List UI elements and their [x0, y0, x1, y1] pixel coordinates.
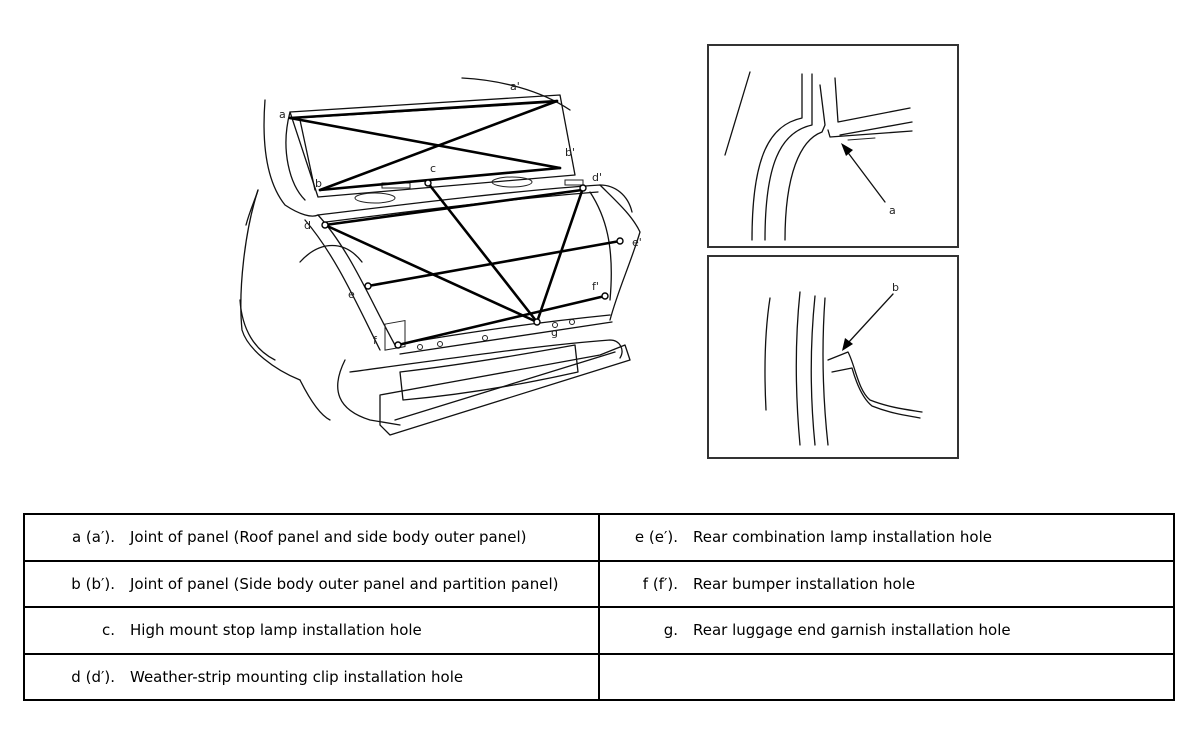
label-c: c: [430, 162, 436, 175]
legend-row: b (b′). Joint of panel (Side body outer …: [23, 559, 1175, 608]
legend-key: c.: [101, 621, 115, 640]
legend-desc: Joint of panel (Side body outer panel an…: [130, 574, 559, 593]
label-b: b: [315, 177, 322, 190]
legend-row: d (d′). Weather-strip mounting clip inst…: [23, 652, 1175, 701]
legend-desc: Rear luggage end garnish installation ho…: [693, 621, 1011, 640]
measurement-lines: [288, 99, 622, 347]
legend-row: a (a′). Joint of panel (Roof panel and s…: [23, 513, 1175, 562]
point-g: [533, 318, 541, 326]
point-f: [394, 341, 402, 349]
inset-detail-b: b: [707, 255, 959, 459]
label-b-prime: b': [565, 146, 575, 159]
legend-key: d (d′).: [71, 667, 115, 686]
legend-desc: Rear bumper installation hole: [693, 574, 916, 593]
legend-cell-left: a (a′). Joint of panel (Roof panel and s…: [23, 513, 600, 562]
label-a-prime: a': [510, 80, 520, 93]
label-a: a: [279, 108, 286, 121]
legend-cell-right: e (e′). Rear combination lamp installati…: [598, 513, 1175, 562]
label-f-prime: f': [592, 280, 599, 293]
legend-cell-left: b (b′). Joint of panel (Side body outer …: [23, 559, 600, 608]
point-c: [424, 179, 432, 187]
legend-cell-right: [598, 652, 1175, 701]
point-e-prime: [616, 237, 624, 245]
legend-cell-left: c. High mount stop lamp installation hol…: [23, 606, 600, 655]
legend-cell-left: d (d′). Weather-strip mounting clip inst…: [23, 652, 600, 701]
legend-table: a (a′). Joint of panel (Roof panel and s…: [23, 513, 1175, 701]
point-labels: a a' b b' c d d' e e' f f' g: [279, 80, 642, 347]
point-f-prime: [601, 292, 609, 300]
car-rear-diagram: a a' b b' c d d' e e' f f' g a: [239, 44, 959, 459]
legend-key: e (e′).: [634, 528, 678, 547]
car-body-outline: [239, 77, 641, 436]
label-d-prime: d': [592, 171, 602, 184]
label-e: e: [348, 288, 355, 301]
legend-key: b (b′).: [71, 574, 115, 593]
label-f: f: [373, 334, 378, 347]
label-e-prime: e': [632, 236, 642, 249]
inset-a-label: a: [889, 204, 896, 217]
legend-cell-right: g. Rear luggage end garnish installation…: [598, 606, 1175, 655]
label-g: g: [551, 326, 558, 339]
legend-key: a (a′).: [71, 528, 115, 547]
legend-cell-right: f (f′). Rear bumper installation hole: [598, 559, 1175, 608]
measurement-points: [321, 179, 624, 349]
legend-key: f (f′).: [642, 574, 678, 593]
legend-desc: High mount stop lamp installation hole: [130, 621, 422, 640]
inset-b-label: b: [892, 281, 899, 294]
legend-key: g.: [663, 621, 678, 640]
point-d: [321, 221, 329, 229]
legend-desc: Weather-strip mounting clip installation…: [130, 667, 464, 686]
body-measurement-figure: a a' b b' c d d' e e' f f' g a: [239, 44, 959, 459]
label-d: d: [304, 219, 311, 232]
point-d-prime: [579, 184, 587, 192]
inset-detail-a: a: [707, 44, 959, 248]
legend-desc: Rear combination lamp installation hole: [693, 528, 992, 547]
point-e: [364, 282, 372, 290]
legend-desc: Joint of panel (Roof panel and side body…: [130, 528, 527, 547]
legend-row: c. High mount stop lamp installation hol…: [23, 606, 1175, 655]
